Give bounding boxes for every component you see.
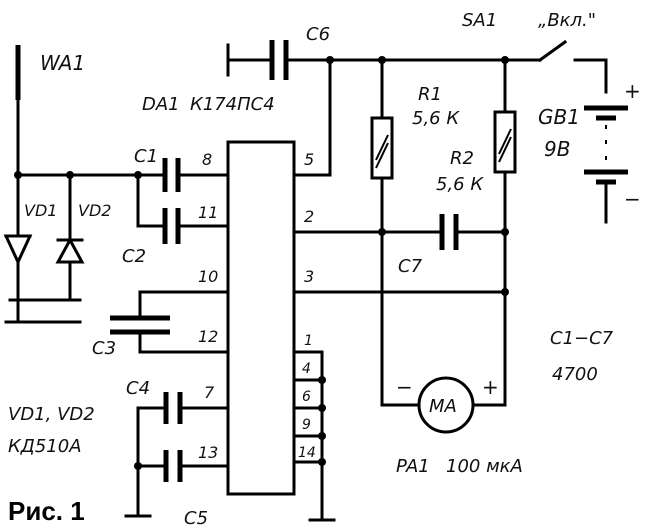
switch-sa1 [537, 39, 568, 63]
antenna-label: WA1 [40, 51, 85, 75]
caps-value-label: 4700 [552, 364, 598, 385]
diodes-list-label: VD1, VD2 [8, 404, 95, 425]
battery-plus-label: + [624, 79, 641, 103]
ic-da1-body [226, 140, 296, 496]
resistor-r2 [493, 110, 517, 174]
junction [501, 228, 509, 236]
diode-vd1 [3, 173, 33, 324]
caps-range-label: C1−C7 [550, 328, 614, 349]
sa1-state-label: „Вкл." [538, 10, 596, 31]
r2-value-label: 5,6 К [436, 174, 484, 195]
capacitor-c7 [439, 214, 459, 250]
junction [501, 288, 509, 296]
c6-label: C6 [306, 24, 330, 45]
pin-2-label: 2 [304, 207, 314, 226]
c5-label: C5 [184, 508, 208, 529]
vd2-label: VD2 [78, 201, 111, 220]
meter-symbol-label: MA [429, 396, 457, 417]
pa1-ref-label: PA1 [396, 456, 430, 477]
junction [318, 404, 326, 412]
gb1-ref-label: GB1 [538, 105, 580, 129]
battery-minus-label: − [624, 187, 641, 211]
pin-9-label: 9 [302, 417, 311, 433]
c2-label: C2 [122, 246, 146, 267]
capacitor-c6 [269, 40, 289, 80]
junction [134, 462, 142, 470]
c1-label: C1 [134, 146, 158, 167]
junction [318, 376, 326, 384]
capacitor-c3 [110, 315, 170, 335]
battery-gb1 [584, 105, 628, 185]
meter-minus-label: − [396, 375, 413, 399]
figure-caption: Рис. 1 [8, 496, 85, 526]
vd1-label: VD1 [24, 201, 57, 220]
c4-label: C4 [126, 378, 150, 399]
capacitor-c5 [163, 450, 183, 482]
junction [378, 228, 386, 236]
r1-value-label: 5,6 К [412, 108, 460, 129]
gb1-value-label: 9В [544, 137, 570, 161]
meter-plus-label: + [482, 375, 499, 399]
r1-ref-label: R1 [418, 84, 442, 105]
pin-14-label: 14 [298, 445, 316, 461]
r2-ref-label: R2 [450, 148, 474, 169]
ic-type-label: К174ПС4 [190, 94, 275, 115]
resistor-r1 [370, 116, 394, 180]
diode-vd2 [55, 173, 85, 302]
pin-8-label: 8 [202, 150, 212, 169]
c3-label: C3 [92, 338, 116, 359]
ic-ref-label: DA1 [142, 94, 180, 115]
pin-13-label: 13 [198, 443, 218, 462]
capacitor-c1 [162, 158, 181, 192]
capacitor-c4 [163, 392, 183, 424]
pin-6-label: 6 [302, 389, 311, 405]
pin-5-label: 5 [304, 150, 314, 169]
pin-4-label: 4 [302, 361, 311, 377]
c7-label: C7 [398, 256, 423, 277]
junction [318, 432, 326, 440]
pin-1-label: 1 [304, 333, 313, 349]
capacitor-c2 [162, 208, 181, 244]
pin-12-label: 12 [198, 327, 218, 346]
pin-3-label: 3 [304, 267, 314, 286]
pa1-value-label: 100 мкА [446, 456, 523, 477]
diodes-type-label: КД510А [8, 436, 82, 457]
sa1-ref-label: SA1 [462, 10, 497, 31]
junction [318, 458, 326, 466]
pin-11-label: 11 [198, 203, 218, 222]
pin-7-label: 7 [204, 383, 215, 402]
pin-10-label: 10 [198, 267, 218, 286]
